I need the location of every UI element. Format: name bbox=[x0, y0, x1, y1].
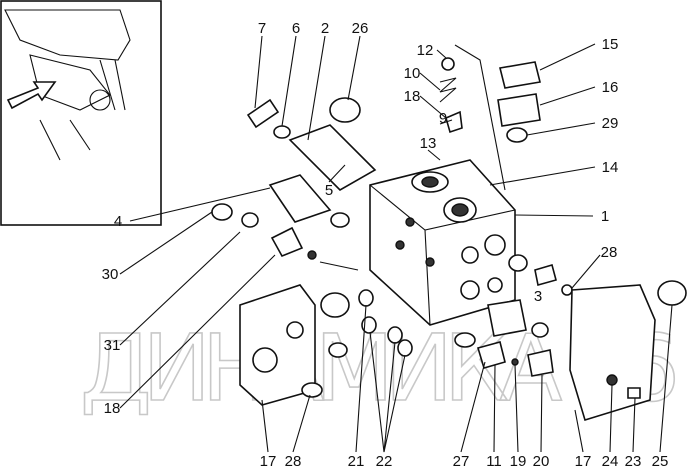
callout-31: 31 bbox=[104, 337, 121, 354]
right-cover-parts bbox=[454, 254, 687, 422]
callout-11: 11 bbox=[486, 453, 502, 470]
top-right-parts bbox=[439, 57, 541, 143]
callout-3: 3 bbox=[534, 288, 542, 305]
callout-7: 7 bbox=[258, 20, 266, 37]
leader-lines bbox=[119, 35, 673, 453]
callout-2: 2 bbox=[321, 20, 329, 37]
callout-labels: 7 6 2 26 12 15 10 16 18 29 9 13 14 5 4 1… bbox=[102, 20, 669, 470]
callout-15: 15 bbox=[602, 36, 619, 53]
callout-27: 27 bbox=[453, 453, 470, 470]
callout-20: 20 bbox=[533, 453, 550, 470]
callout-16: 16 bbox=[602, 79, 619, 96]
callout-17-left: 17 bbox=[260, 453, 277, 470]
left-cover-parts bbox=[239, 284, 413, 406]
callout-28-right: 28 bbox=[601, 244, 618, 261]
callout-25: 25 bbox=[652, 453, 669, 470]
callout-13: 13 bbox=[420, 135, 437, 152]
callout-6: 6 bbox=[292, 20, 300, 37]
callout-29: 29 bbox=[602, 115, 619, 132]
callout-1: 1 bbox=[601, 208, 609, 225]
callout-18-left: 18 bbox=[104, 400, 121, 417]
spool-assembly bbox=[211, 97, 377, 271]
callout-12: 12 bbox=[417, 42, 434, 59]
callout-21: 21 bbox=[348, 453, 365, 470]
callout-5: 5 bbox=[325, 182, 333, 199]
callout-9: 9 bbox=[439, 110, 447, 127]
callout-10: 10 bbox=[404, 65, 421, 82]
callout-26: 26 bbox=[352, 20, 369, 37]
callout-22: 22 bbox=[376, 453, 393, 470]
callout-18-top: 18 bbox=[404, 88, 421, 105]
valve-body bbox=[369, 159, 516, 326]
callout-19: 19 bbox=[510, 453, 527, 470]
inset-location-view bbox=[0, 0, 162, 226]
callout-28-bottom: 28 bbox=[285, 453, 302, 470]
callout-17-right: 17 bbox=[575, 453, 592, 470]
callout-30: 30 bbox=[102, 266, 119, 283]
callout-23: 23 bbox=[625, 453, 642, 470]
callout-4: 4 bbox=[114, 213, 122, 230]
callout-24: 24 bbox=[602, 453, 619, 470]
callout-14: 14 bbox=[602, 159, 619, 176]
